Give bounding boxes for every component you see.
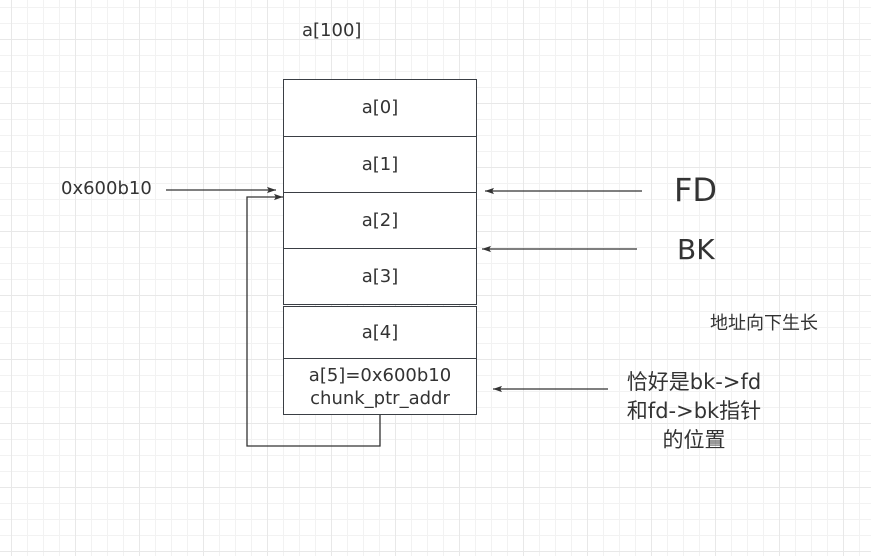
- cell-label: a[1]: [361, 154, 399, 175]
- cell-label: a[4]: [361, 321, 399, 343]
- growth-note: 地址向下生长: [710, 313, 818, 334]
- fd-label: FD: [674, 171, 718, 209]
- memory-cell-a2: a[2]: [283, 192, 477, 249]
- position-note-line: 的位置: [662, 428, 726, 452]
- array-title: a[100]: [302, 20, 362, 41]
- cell-label: a[3]: [361, 265, 399, 287]
- cell-label: a[2]: [361, 209, 399, 231]
- position-note-line: 恰好是bk->fd: [626, 370, 762, 394]
- memory-cell-a4: a[4]: [283, 306, 477, 359]
- cell-value-line: a[5]=0x600b10: [308, 364, 452, 386]
- memory-cell-a5: a[5]=0x600b10 chunk_ptr_addr: [283, 358, 477, 415]
- address-label: 0x600b10: [61, 178, 152, 199]
- bk-label: BK: [677, 233, 715, 266]
- cell-name-line: chunk_ptr_addr: [310, 387, 450, 409]
- loop-arrow: [246, 193, 381, 447]
- memory-cell-a1: a[1]: [283, 136, 477, 194]
- memory-cell-a3: a[3]: [283, 248, 477, 305]
- position-note: 恰好是bk->fd 和fd->bk指针 的位置: [606, 368, 782, 455]
- position-note-line: 和fd->bk指针: [626, 399, 762, 423]
- cell-label: a[0]: [361, 97, 399, 118]
- memory-cell-a0: a[0]: [283, 79, 477, 137]
